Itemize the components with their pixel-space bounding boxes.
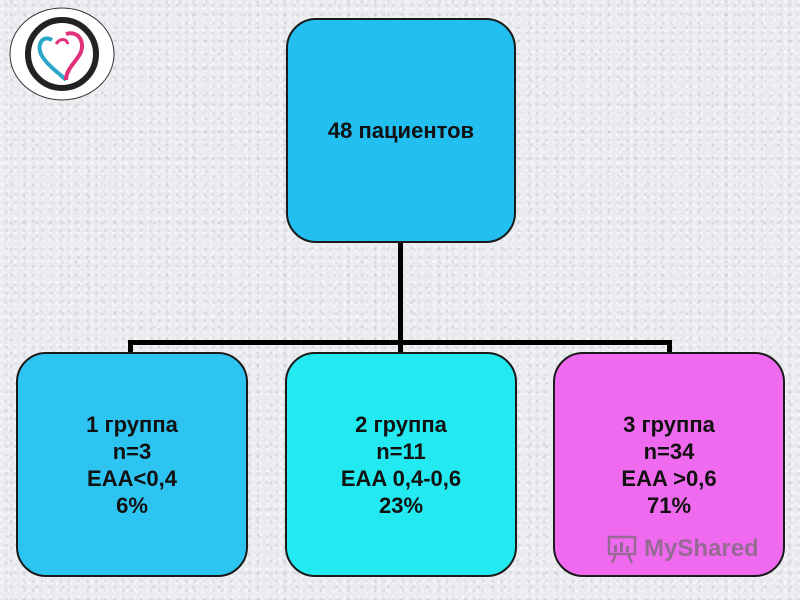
- group-1-title: 1 группа: [86, 411, 178, 437]
- watermark: MyShared: [606, 534, 759, 564]
- group-2-n: n=11: [376, 438, 426, 464]
- connector-root-stem: [398, 242, 403, 345]
- connector-left-drop: [128, 340, 133, 354]
- group-3-node: 3 группа n=34 EAA >0,6 71%: [553, 352, 785, 577]
- group-3-title: 3 группа: [623, 411, 715, 437]
- watermark-text: MyShared: [644, 535, 759, 562]
- group-3-eaa: EAA >0,6: [621, 465, 717, 491]
- group-2-title: 2 группа: [355, 411, 447, 437]
- group-1-n: n=3: [112, 438, 152, 464]
- group-3-n: n=34: [643, 438, 695, 464]
- group-1-eaa: EAA<0,4: [87, 465, 177, 491]
- root-node: 48 пациентов: [286, 18, 516, 243]
- connector-middle-drop: [398, 340, 403, 354]
- group-1-pct: 6%: [116, 492, 148, 518]
- group-2-eaa: EAA 0,4-0,6: [340, 465, 462, 491]
- root-label: 48 пациентов: [327, 118, 475, 143]
- heart-logo-icon: [9, 7, 115, 101]
- group-1-node: 1 группа n=3 EAA<0,4 6%: [16, 352, 248, 577]
- group-3-pct: 71%: [646, 492, 692, 518]
- logo: [6, 4, 118, 104]
- group-2-pct: 23%: [378, 492, 424, 518]
- connector-right-drop: [667, 340, 672, 354]
- presentation-board-icon: [607, 535, 637, 564]
- group-2-node: 2 группа n=11 EAA 0,4-0,6 23%: [285, 352, 517, 577]
